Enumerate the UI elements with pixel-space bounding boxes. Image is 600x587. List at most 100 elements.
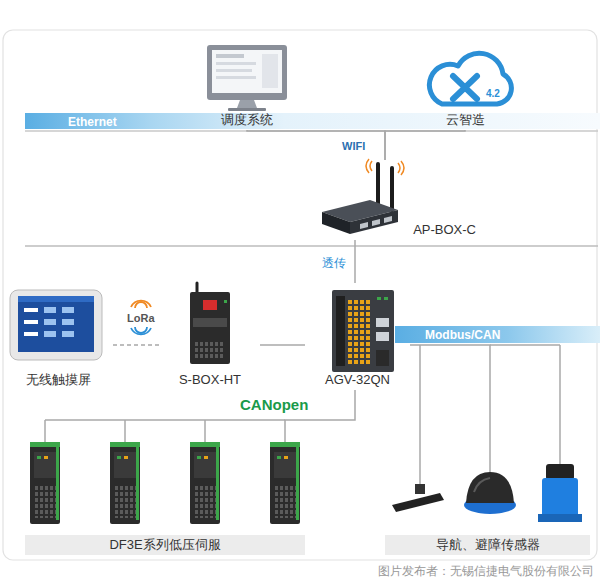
lora-module: S-BOX-HT [160,278,260,390]
screen-row [62,319,74,325]
router-icon [322,159,404,234]
modbus-bar [395,326,600,343]
wifi-router: AP-BOX-C [318,160,476,240]
screen-row [44,331,56,337]
outer-frame [3,30,597,560]
sensor-connector [415,484,425,494]
connector-line [113,344,160,346]
bus-name: Modbus/CAN [425,328,500,342]
bus-drop [489,440,491,472]
label-holder: LoRa [127,311,155,325]
bus-drop [124,420,126,442]
screen-row [24,332,38,336]
bus-drop [284,428,286,442]
controller-icon [332,290,394,372]
ethernet-bar [25,113,600,129]
bus-line [490,344,560,346]
bus-line [45,419,285,421]
servo-drive [30,442,60,524]
status-led [377,297,381,300]
connector-line [247,130,385,160]
radio-wave [135,302,147,308]
status-led [384,297,388,300]
wifi-wave [366,159,369,173]
screen-row [62,307,74,313]
monitor-screen [212,50,282,93]
ethernet-port [376,318,389,327]
touch-screen: 无线触摸屏 [3,286,113,390]
screen-row [216,69,252,72]
tablet-icon [10,290,102,360]
screen-header [18,296,94,302]
terminal-strip [336,296,345,366]
screen-row [216,54,244,58]
ethernet-port [376,332,389,341]
screen-row [44,319,56,325]
cloud-logo [429,53,511,104]
device-label: 无线触摸屏 [26,372,91,388]
device-label: AGV-32QN [325,372,390,388]
scanner-body [542,478,578,518]
label-holder: 透传 [322,256,346,270]
device-label: 调度系统 [221,112,273,128]
screen-row [216,76,256,79]
antenna [376,164,380,206]
router-port [360,222,368,229]
dispatch-system: 调度系统 [192,40,302,130]
module-body [190,292,230,364]
connector-line [354,240,356,283]
device-label: S-BOX-HT [179,372,241,388]
antenna [196,283,199,292]
label-holder: CANopen [240,398,308,412]
wifi-wave [401,161,404,175]
io-pins [348,298,370,364]
radio-wave [131,301,151,307]
connector [376,350,389,366]
connector-line [260,344,305,346]
radio-type: LoRa [127,311,155,325]
monitor-icon [207,45,287,111]
version-number: 4.2 [486,87,500,101]
monitor-frame [207,45,287,100]
connector-line [385,130,465,160]
scanner-head [546,464,574,480]
bus-drop [559,345,561,464]
dome-highlight [474,478,490,492]
logo-stroke [453,76,477,99]
wifi-wave [398,163,400,173]
screen-row [62,331,74,337]
tablet-frame [10,290,102,360]
logo-stroke [453,76,477,99]
link-type: 透传 [322,256,346,270]
antenna [390,168,394,210]
sensor-bar [392,493,444,512]
screen-panel [262,54,278,88]
serial-port [193,318,227,327]
router-front [322,212,350,234]
tablet-screen [18,296,94,352]
laser-scanner [538,464,582,522]
label-holder: 图片发布者：无锡信捷电气股份有限公司 [378,564,594,578]
wireless-bus [25,245,598,247]
connector-line [410,345,490,440]
screen-row [44,307,56,313]
radio-wave [131,328,151,334]
controller-body [332,290,394,372]
bus-name: Ethernet [68,115,117,129]
bus-drop [44,420,46,442]
screen-row [24,320,38,324]
terminal-block [195,340,225,358]
servo-drive [110,442,140,524]
link-type: WIFI [342,139,365,153]
agv-controller: AGV-32QN [305,283,410,390]
scanner-base [538,514,582,522]
wifi-wave [370,161,372,171]
monitor-neck [237,100,257,108]
label-holder: Modbus/CAN [425,328,500,342]
group-caption: DF3E系列低压伺服 [25,535,305,555]
cloud-outline [429,53,511,104]
can-bus [45,420,285,442]
